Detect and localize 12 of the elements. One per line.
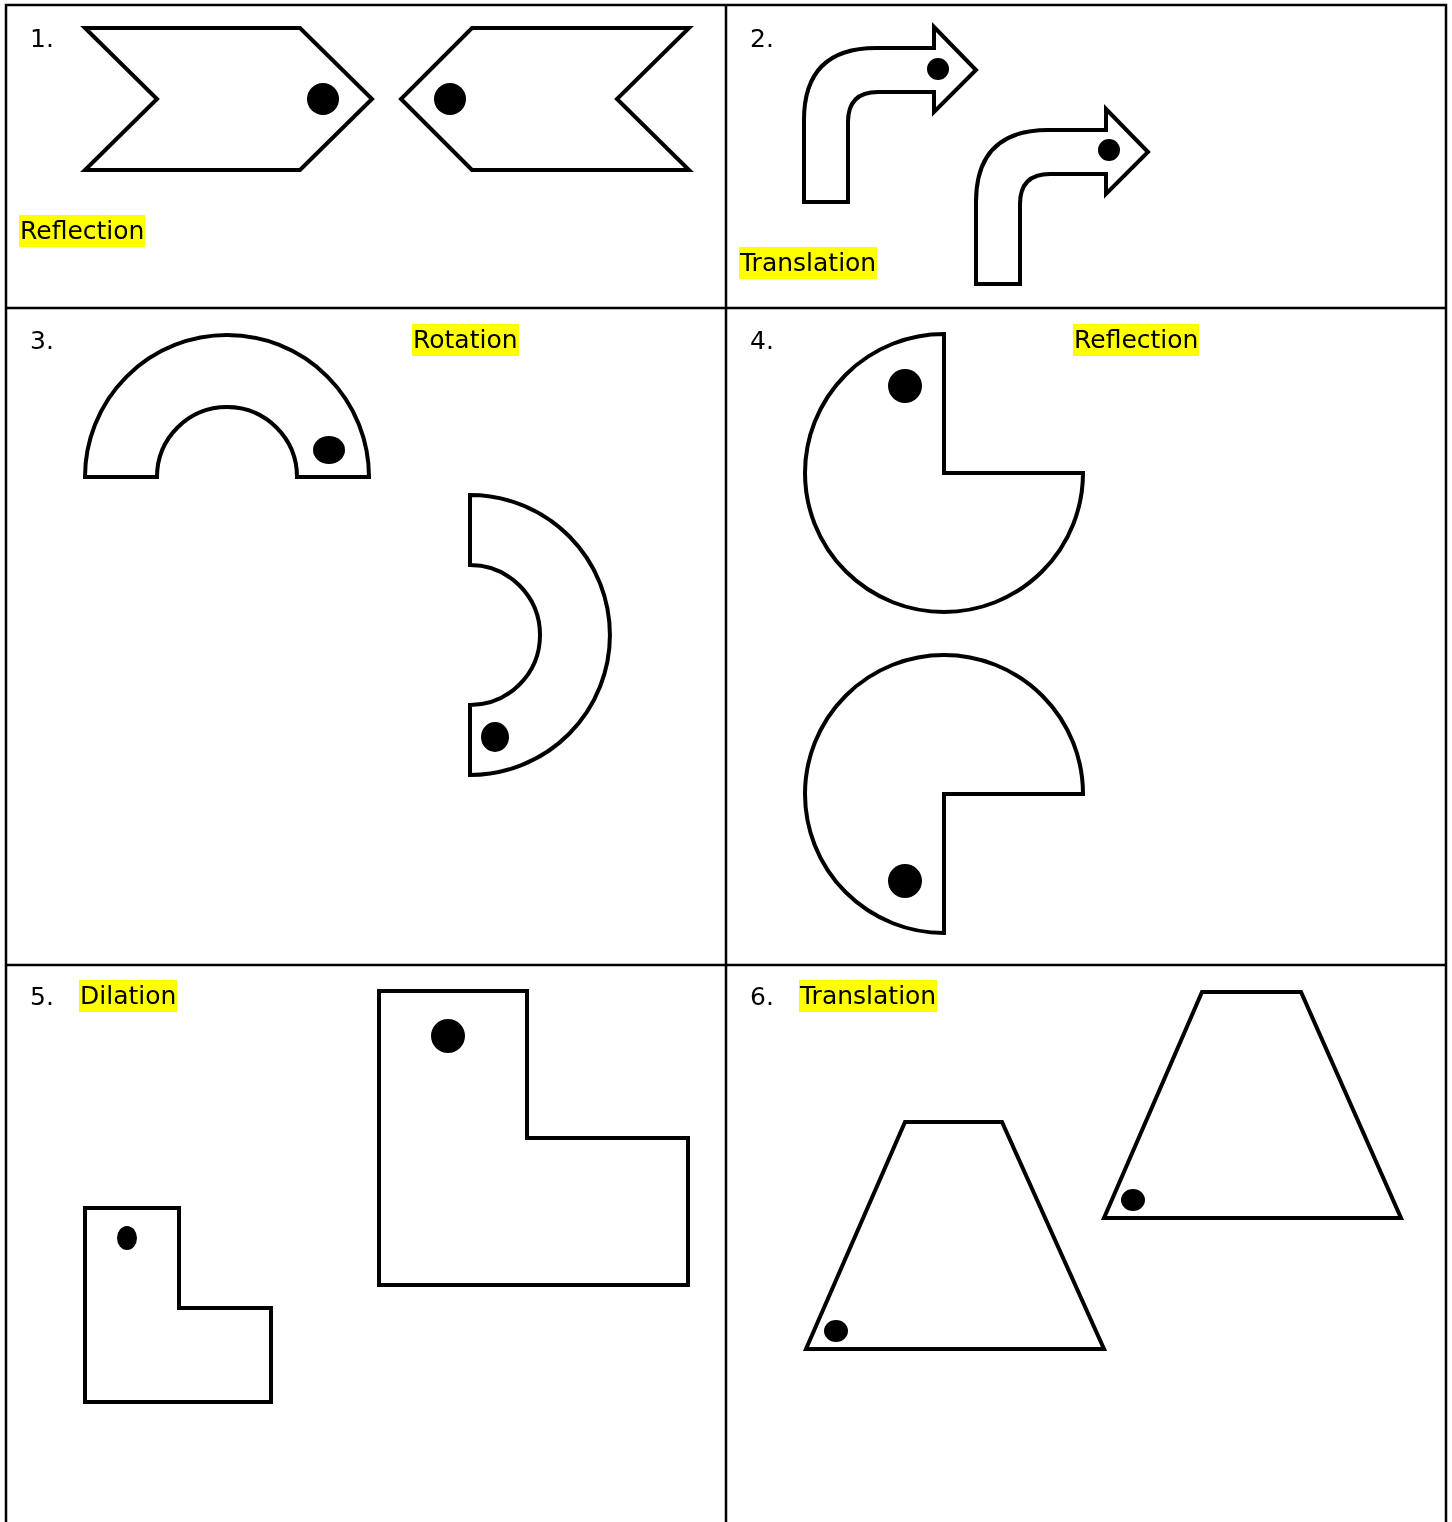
answer-label: Translation (739, 247, 878, 279)
question-number: 1. (30, 23, 54, 55)
answer-label: Reflection (1073, 324, 1200, 356)
question-number: 5. (30, 981, 54, 1013)
answer-label: Reflection (19, 215, 146, 247)
question-number: 4. (750, 325, 774, 357)
question-number: 3. (30, 325, 54, 357)
answer-label: Dilation (79, 980, 178, 1012)
question-number: 6. (750, 981, 774, 1013)
answer-label: Rotation (412, 324, 519, 356)
question-number: 2. (750, 23, 774, 55)
answer-label: Translation (799, 980, 938, 1012)
